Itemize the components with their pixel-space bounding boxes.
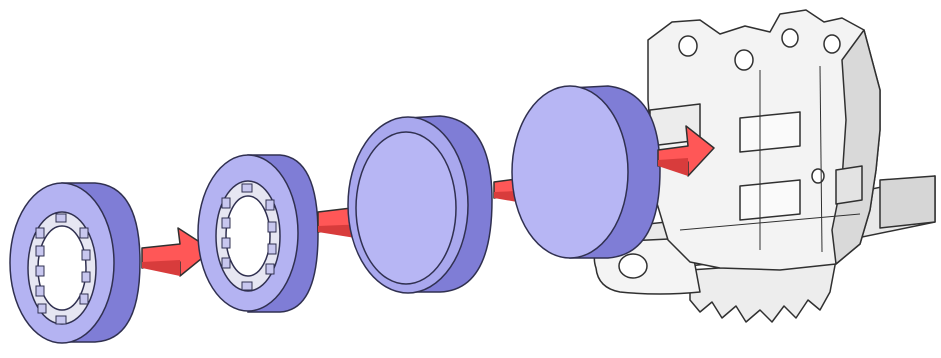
solid-disc-icon — [512, 86, 660, 258]
solid-disc-icon — [348, 116, 492, 293]
splined-ring-icon — [10, 183, 140, 343]
splined-ring-icon — [198, 155, 318, 312]
